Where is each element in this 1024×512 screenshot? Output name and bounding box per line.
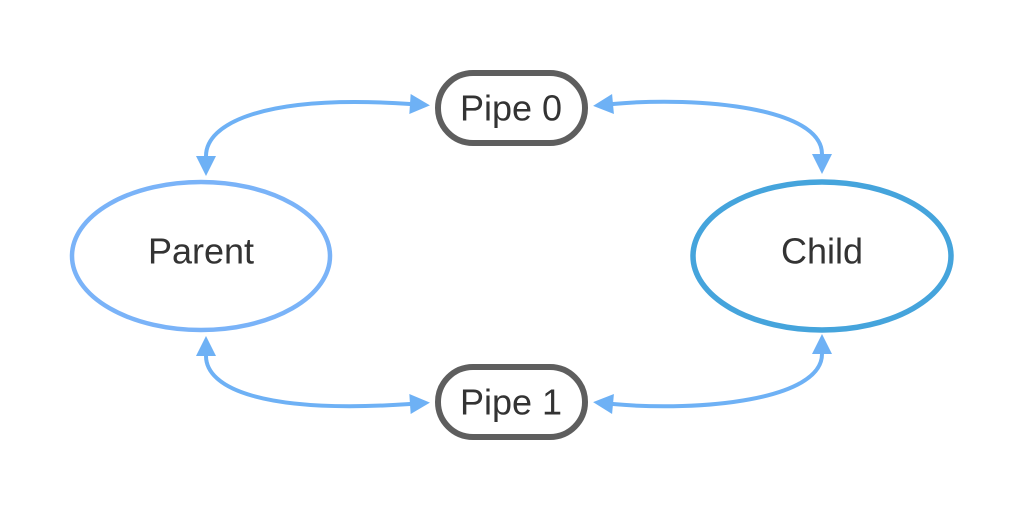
edge-pipe1-child [593,334,832,414]
parent-label: Parent [148,231,254,272]
pipe0-shape [435,70,588,146]
edge-parent-pipe0 [196,94,430,176]
child-ellipse [690,179,954,333]
edge-parent-pipe1 [196,336,430,414]
pipe1-label: Pipe 1 [460,382,562,423]
child-label: Child [781,231,863,272]
parent-node: Parent [69,179,333,333]
edge-pipe0-child [593,94,832,174]
pipe1-node: Pipe 1 [435,364,588,440]
edges-group [196,94,832,414]
child-node: Child [690,179,954,333]
parent-ellipse [69,179,333,333]
pipe0-label: Pipe 0 [460,88,562,129]
pipe1-shape [435,364,588,440]
pipe0-node: Pipe 0 [435,70,588,146]
